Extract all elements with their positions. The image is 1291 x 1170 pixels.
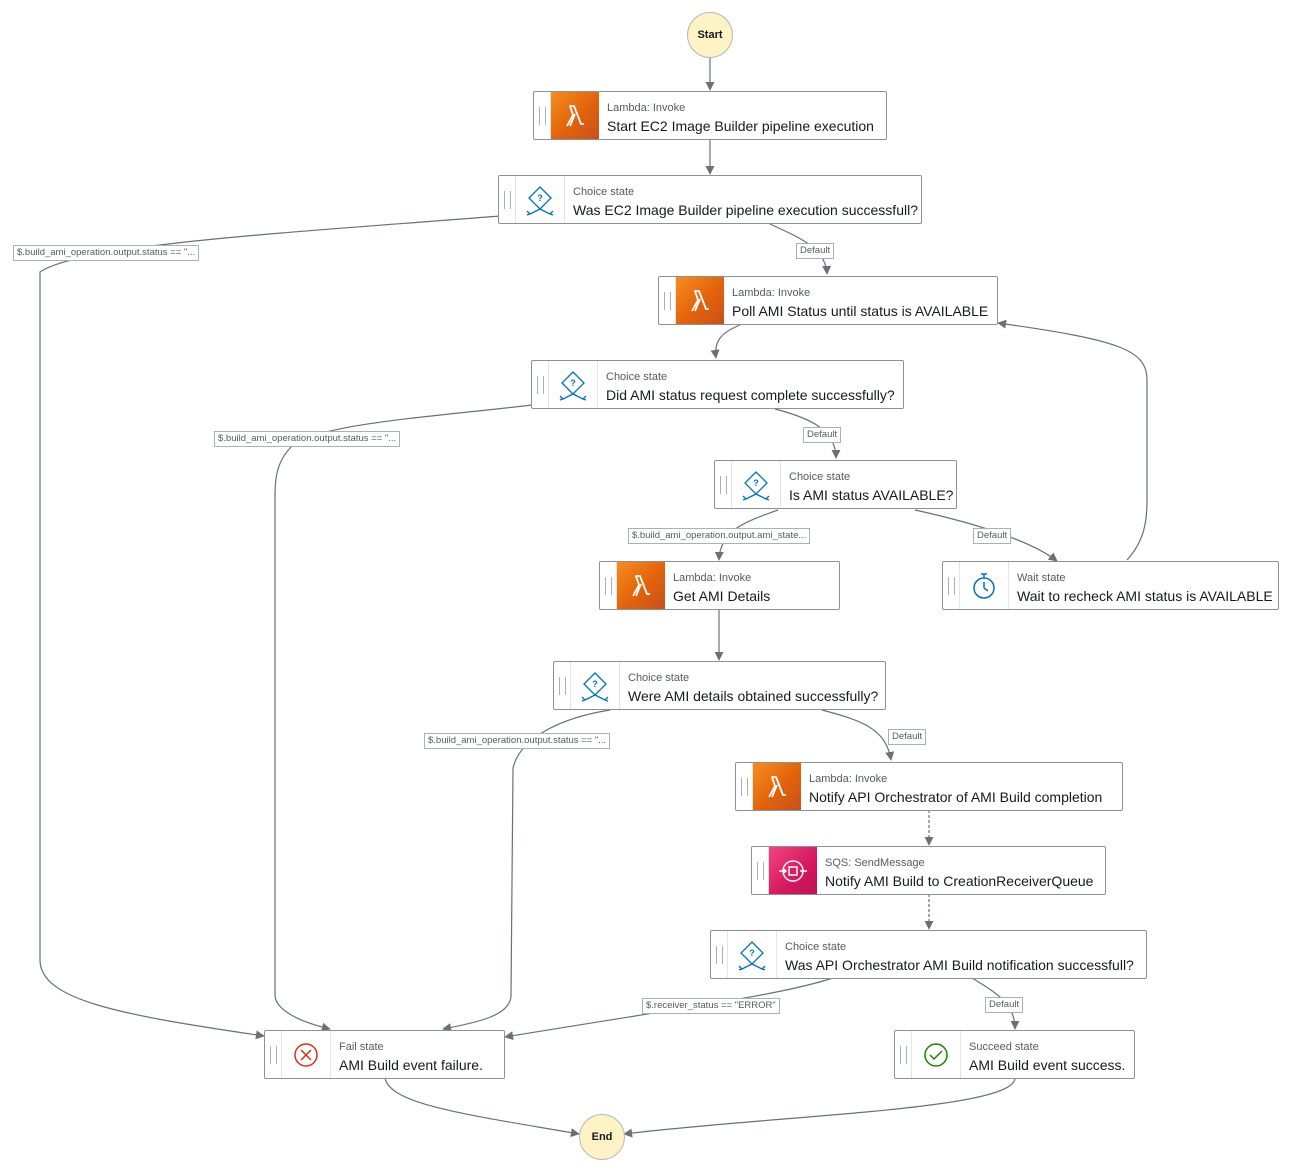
state-wait-recheck[interactable]: Wait state Wait to recheck AMI status is… — [942, 561, 1279, 610]
timer-icon — [960, 562, 1009, 609]
state-kind: Lambda: Invoke — [673, 572, 752, 584]
drag-handle[interactable] — [659, 277, 676, 324]
state-name: Was API Orchestrator AMI Build notificat… — [785, 957, 1134, 973]
edge-details-default — [821, 709, 895, 761]
drag-handle[interactable] — [265, 1031, 282, 1078]
state-name: AMI Build event failure. — [339, 1057, 483, 1073]
state-succeed[interactable]: Succeed state AMI Build event success. — [894, 1030, 1135, 1079]
choice-icon: ? — [516, 176, 565, 223]
state-sqs-notify[interactable]: SQS: SendMessage Notify AMI Build to Cre… — [751, 846, 1106, 895]
edge-status-request-failed — [274, 404, 533, 1032]
state-choice-notification[interactable]: ? Choice state Was API Orchestrator AMI … — [710, 930, 1147, 979]
state-name: Is AMI status AVAILABLE? — [789, 487, 954, 503]
state-fail[interactable]: Fail state AMI Build event failure. — [264, 1030, 505, 1079]
success-icon — [912, 1031, 961, 1078]
choice-icon: ? — [571, 662, 620, 709]
edge-status-request-default — [774, 408, 841, 459]
state-name: Did AMI status request complete successf… — [606, 387, 895, 403]
state-kind: Choice state — [573, 186, 635, 198]
state-start-pipeline[interactable]: Lambda: Invoke Start EC2 Image Builder p… — [533, 91, 887, 140]
drag-handle[interactable] — [943, 562, 960, 609]
lambda-icon — [676, 277, 724, 324]
edge-poll-to-choice — [710, 324, 741, 359]
drag-handle[interactable] — [895, 1031, 912, 1078]
svg-text:?: ? — [753, 478, 759, 488]
svg-text:?: ? — [537, 193, 543, 203]
drag-handle[interactable] — [711, 931, 728, 978]
choice-icon: ? — [549, 361, 598, 408]
state-name: Was EC2 Image Builder pipeline execution… — [573, 202, 918, 218]
drag-handle[interactable] — [554, 662, 571, 709]
svg-text:?: ? — [592, 679, 598, 689]
state-choice-available[interactable]: ? Choice state Is AMI status AVAILABLE? — [714, 460, 957, 509]
drag-handle[interactable] — [534, 92, 551, 139]
svg-text:?: ? — [570, 378, 576, 388]
state-choice-status-request[interactable]: ? Choice state Did AMI status request co… — [531, 360, 904, 409]
edge-choice-pipeline-failed — [39, 215, 501, 1040]
edge-label-notification-default[interactable]: Default — [985, 997, 1024, 1013]
edge-label-receiver-error[interactable]: $.receiver_status == "ERROR" — [642, 998, 780, 1014]
drag-handle[interactable] — [715, 461, 732, 508]
state-kind: Choice state — [789, 471, 851, 483]
drag-handle[interactable] — [736, 763, 753, 810]
state-kind: SQS: SendMessage — [825, 857, 925, 869]
state-name: Notify AMI Build to CreationReceiverQueu… — [825, 873, 1094, 889]
end-node[interactable]: End — [579, 1114, 625, 1160]
state-kind: Choice state — [785, 941, 847, 953]
end-label: End — [591, 1131, 613, 1143]
lambda-icon — [551, 92, 599, 139]
state-name: Get AMI Details — [673, 588, 771, 604]
choice-icon: ? — [732, 461, 781, 508]
choice-icon: ? — [728, 931, 777, 978]
edge-fail-to-end — [384, 1077, 580, 1138]
drag-handle[interactable] — [600, 562, 617, 609]
edge-label-status-request-failed[interactable]: $.build_ami_operation.output.status == "… — [214, 431, 401, 447]
fail-icon — [282, 1031, 331, 1078]
state-kind: Lambda: Invoke — [607, 102, 686, 114]
edge-label-pipeline-default[interactable]: Default — [796, 243, 835, 259]
state-kind: Wait state — [1017, 572, 1066, 584]
edge-label-details-default[interactable]: Default — [888, 729, 927, 745]
state-kind: Succeed state — [969, 1041, 1039, 1053]
state-name: Poll AMI Status until status is AVAILABL… — [732, 303, 989, 319]
state-kind: Fail state — [339, 1041, 384, 1053]
svg-text:?: ? — [749, 948, 755, 958]
drag-handle[interactable] — [499, 176, 516, 223]
edge-label-available-default[interactable]: Default — [973, 528, 1012, 544]
state-name: Start EC2 Image Builder pipeline executi… — [607, 118, 874, 134]
edge-wait-to-poll — [997, 319, 1148, 561]
state-choice-details[interactable]: ? Choice state Were AMI details obtained… — [553, 661, 886, 710]
start-label: Start — [697, 29, 723, 41]
drag-handle[interactable] — [752, 847, 769, 894]
sqs-icon — [769, 847, 817, 894]
edge-label-status-request-default[interactable]: Default — [803, 427, 842, 443]
lambda-icon — [617, 562, 665, 609]
state-kind: Choice state — [628, 672, 690, 684]
state-name: Wait to recheck AMI status is AVAILABLE — [1017, 588, 1273, 604]
state-name: AMI Build event success. — [969, 1057, 1126, 1073]
state-kind: Lambda: Invoke — [809, 773, 888, 785]
state-choice-pipeline[interactable]: ? Choice state Was EC2 Image Builder pip… — [498, 175, 922, 224]
state-name: Were AMI details obtained successfully? — [628, 688, 879, 704]
state-get-details[interactable]: Lambda: Invoke Get AMI Details — [599, 561, 840, 610]
edge-succeed-to-end — [623, 1077, 1016, 1138]
start-node[interactable]: Start — [687, 12, 733, 58]
edge-label-pipeline-failed[interactable]: $.build_ami_operation.output.status == "… — [13, 245, 200, 261]
lambda-icon — [753, 763, 801, 810]
state-kind: Lambda: Invoke — [732, 287, 811, 299]
edge-details-failed — [442, 709, 611, 1032]
state-notify-orchestrator[interactable]: Lambda: Invoke Notify API Orchestrator o… — [735, 762, 1123, 811]
edge-label-ami-available[interactable]: $.build_ami_operation.output.ami_state..… — [628, 528, 811, 544]
edge-label-details-failed[interactable]: $.build_ami_operation.output.status == "… — [424, 733, 611, 749]
state-poll-status[interactable]: Lambda: Invoke Poll AMI Status until sta… — [658, 276, 998, 325]
state-name: Notify API Orchestrator of AMI Build com… — [809, 789, 1103, 805]
drag-handle[interactable] — [532, 361, 549, 408]
state-kind: Choice state — [606, 371, 668, 383]
